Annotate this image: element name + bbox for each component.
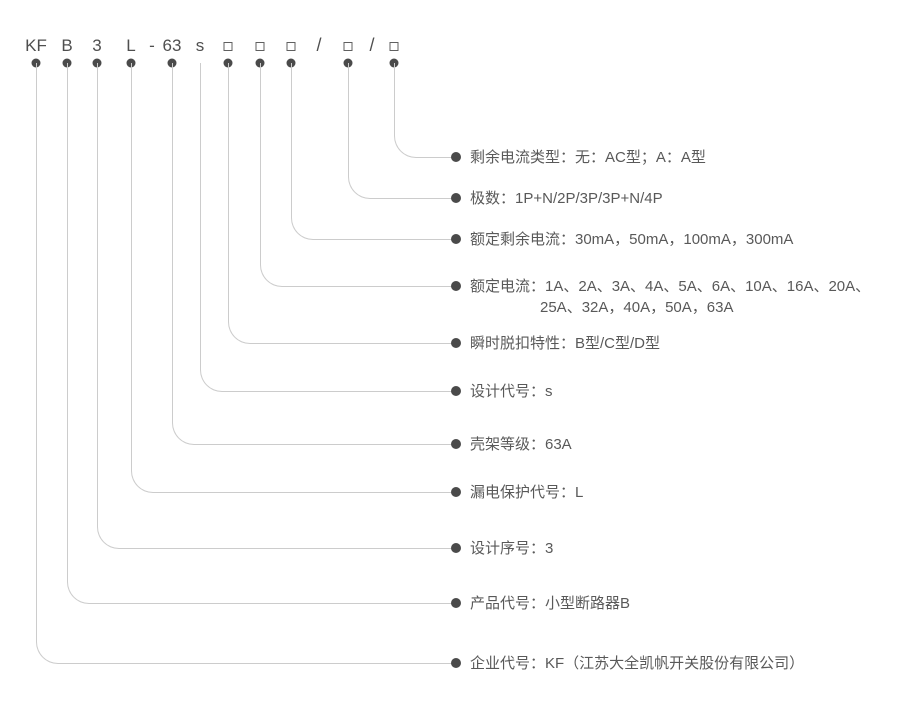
label-leakage-protection-code-text: 漏电保护代号：L xyxy=(470,483,584,501)
label-product-code: 产品代号：小型断路器B xyxy=(470,593,630,614)
label-leakage-protection-code: 漏电保护代号：L xyxy=(470,482,583,503)
label-enterprise-code: 企业代号：KF（江苏大全凯帆开关股份有限公司） xyxy=(470,653,804,674)
label-bullet-frame-rating xyxy=(451,439,461,449)
label-bullet-leakage-protection-code xyxy=(451,487,461,497)
label-instantaneous-tripping: 瞬时脱扣特性：B型/C型/D型 xyxy=(470,333,660,354)
connector-product-code xyxy=(66,63,452,604)
label-rated-current-text-line2: 25A、32A，40A，50A，63A xyxy=(540,298,734,316)
label-design-code: 设计代号：s xyxy=(470,381,553,402)
label-bullet-design-code xyxy=(451,386,461,396)
label-bullet-rated-current xyxy=(451,281,461,291)
label-bullet-instantaneous-tripping xyxy=(451,338,461,348)
code-char-kf: KF xyxy=(25,36,47,55)
label-bullet-product-code xyxy=(451,598,461,608)
label-rated-residual-current: 额定剩余电流：30mA，50mA，100mA，300mA xyxy=(470,229,793,250)
label-design-serial: 设计序号：3 xyxy=(470,538,553,559)
code-separator-slash: / xyxy=(369,35,375,55)
label-enterprise-code-text: 企业代号：KF（江苏大全凯帆开关股份有限公司） xyxy=(470,654,805,672)
code-char-s: s xyxy=(195,36,205,55)
code-char-l: L xyxy=(126,36,136,55)
label-bullet-poles xyxy=(451,193,461,203)
connector-frame-rating xyxy=(171,63,452,445)
connector-leakage-protection-code xyxy=(130,63,452,493)
label-bullet-enterprise-code xyxy=(451,658,461,668)
code-placeholder-box xyxy=(255,42,265,51)
label-poles-text: 极数：1P+N/2P/3P/3P+N/4P xyxy=(470,189,663,207)
label-poles: 极数：1P+N/2P/3P/3P+N/4P xyxy=(470,188,663,209)
label-instantaneous-tripping-text: 瞬时脱扣特性：B型/C型/D型 xyxy=(470,334,661,352)
label-bullet-design-serial xyxy=(451,543,461,553)
label-design-code-text: 设计代号：s xyxy=(470,382,553,400)
connector-design-serial xyxy=(96,63,452,549)
label-bullet-residual-current-type xyxy=(451,152,461,162)
code-placeholder-box xyxy=(223,42,233,51)
connector-instantaneous-tripping xyxy=(227,63,452,344)
label-frame-rating-text: 壳架等级：63A xyxy=(470,435,572,453)
label-rated-current: 额定电流：1A、2A、3A、4A、5A、6A、10A、16A、20A、 25A、3… xyxy=(470,276,870,318)
label-rated-current-text: 额定电流：1A、2A、3A、4A、5A、6A、10A、16A、20A、 xyxy=(470,277,871,295)
label-rated-residual-current-text: 额定剩余电流：30mA，50mA，100mA，300mA xyxy=(470,230,794,248)
label-design-serial-text: 设计序号：3 xyxy=(470,539,554,557)
connector-poles xyxy=(347,63,452,199)
connector-rated-residual-current xyxy=(290,63,452,240)
connector-residual-current-type xyxy=(393,63,452,158)
code-placeholder-box xyxy=(389,42,399,51)
label-residual-current-type: 剩余电流类型：无：AC型；A：A型 xyxy=(470,147,706,168)
code-placeholder-box xyxy=(286,42,296,51)
code-placeholder-box xyxy=(343,42,353,51)
connector-design-code xyxy=(199,63,452,392)
connector-rated-current xyxy=(259,63,452,287)
connector-enterprise-code xyxy=(35,63,452,664)
code-char-b: B xyxy=(61,36,73,55)
code-char--: - xyxy=(149,36,155,55)
label-bullet-rated-residual-current xyxy=(451,234,461,244)
label-frame-rating: 壳架等级：63A xyxy=(470,434,572,455)
label-product-code-text: 产品代号：小型断路器B xyxy=(470,594,631,612)
code-char-3: 3 xyxy=(92,36,102,55)
code-char-63: 63 xyxy=(162,36,182,55)
code-separator-slash: / xyxy=(316,35,322,55)
label-residual-current-type-text: 剩余电流类型：无：AC型；A：A型 xyxy=(470,148,706,166)
